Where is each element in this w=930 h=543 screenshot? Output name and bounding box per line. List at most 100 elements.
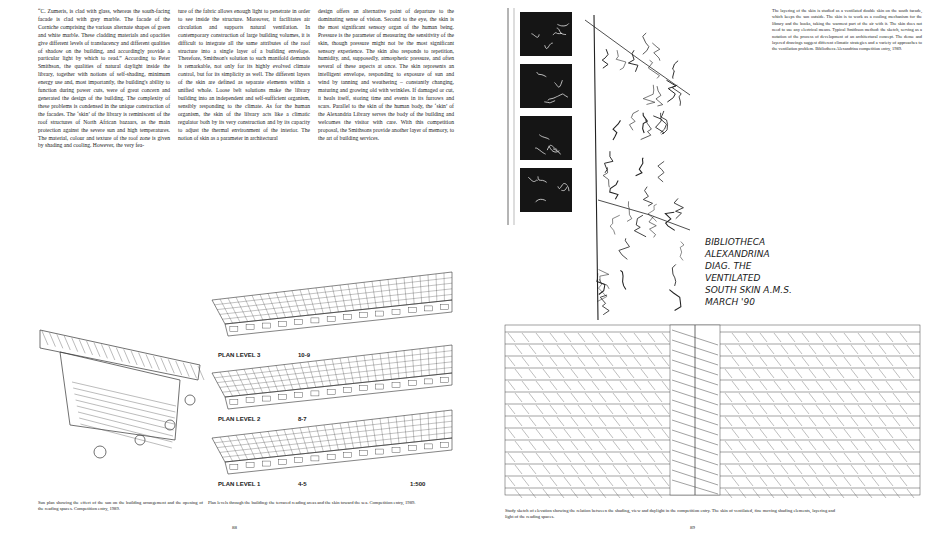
shingle: [620, 477, 627, 486]
section-hatching: [42, 331, 204, 448]
shingle: [781, 441, 788, 450]
plan-outline: [212, 410, 452, 462]
shingle: [746, 357, 753, 366]
shingle: [907, 441, 914, 450]
shingle: [564, 477, 571, 486]
window: [262, 323, 270, 328]
shingle: [816, 405, 823, 414]
photo-highlight: [557, 94, 568, 97]
grid-line: [222, 367, 452, 392]
shingle: [865, 441, 872, 450]
grid-line: [420, 276, 422, 303]
shingle: [795, 393, 802, 402]
shingle: [564, 453, 571, 462]
shingle: [585, 465, 592, 474]
shingle: [767, 441, 774, 450]
shingle: [886, 357, 893, 366]
grid-line: [215, 278, 452, 305]
hatch-line: [87, 341, 93, 355]
grid-line: [428, 348, 429, 376]
photo-highlight: [528, 177, 537, 181]
shingle: [627, 465, 634, 474]
shingle: [907, 465, 914, 474]
shingle: [886, 429, 893, 438]
window: [279, 321, 287, 326]
pen-stroke: [680, 242, 684, 261]
shingle: [564, 429, 571, 438]
window: [262, 396, 270, 401]
shingle: [592, 477, 599, 486]
hatch-line: [94, 343, 100, 357]
window: [230, 399, 238, 404]
shingle: [739, 345, 746, 354]
grid-line: [388, 279, 391, 306]
shingle: [641, 441, 648, 450]
pen-stroke: [643, 85, 655, 105]
shingle: [550, 429, 557, 438]
shingle: [578, 381, 585, 390]
shingle: [641, 489, 648, 498]
level-number: 8-7: [298, 416, 307, 424]
shingle: [599, 417, 606, 426]
shingle: [606, 333, 613, 342]
callout-circle: [135, 435, 145, 445]
grid-line: [215, 351, 452, 378]
shingle: [830, 333, 837, 342]
shingle: [564, 357, 571, 366]
shingle: [599, 441, 606, 450]
shingle: [620, 429, 627, 438]
shingle: [844, 453, 851, 462]
shingle: [795, 441, 802, 450]
grid-line: [356, 421, 361, 447]
pen-stroke: [672, 264, 675, 285]
shingle: [809, 369, 816, 378]
pen-stroke: [597, 273, 605, 294]
plan-label: PLAN LEVEL 3: [218, 352, 260, 360]
hatch-line: [176, 361, 182, 375]
shingle: [823, 369, 830, 378]
shingle: [529, 489, 536, 498]
shingle: [536, 453, 543, 462]
shingle: [795, 489, 802, 498]
photo-panel: [520, 168, 572, 212]
shingle: [865, 417, 872, 426]
shingle: [648, 477, 655, 486]
window: [424, 379, 432, 384]
shingle: [515, 417, 522, 426]
shingle: [620, 333, 627, 342]
grid-line: [300, 363, 308, 388]
pen-stroke: [643, 33, 649, 54]
grid-line: [222, 294, 452, 319]
pen-stroke: [634, 215, 646, 237]
grid-line: [220, 289, 452, 315]
shingle: [655, 345, 662, 354]
shingle: [900, 381, 907, 390]
shingle: [872, 429, 879, 438]
hatch-line: [57, 334, 63, 348]
shingle: [809, 465, 816, 474]
shingle: [739, 417, 746, 426]
grid-line: [300, 428, 308, 453]
shingle: [655, 489, 662, 498]
photo-highlight: [537, 72, 547, 77]
shingle: [795, 345, 802, 354]
shingle: [599, 369, 606, 378]
shingle: [571, 369, 578, 378]
window: [343, 314, 351, 319]
shingle: [767, 465, 774, 474]
shingle: [788, 357, 795, 366]
shingle: [907, 417, 914, 426]
shingle: [655, 441, 662, 450]
photo-highlight: [558, 184, 568, 189]
grid-line: [222, 432, 452, 457]
window: [311, 456, 319, 461]
section-line: [72, 382, 176, 406]
shingle: [802, 477, 809, 486]
shingle: [543, 369, 550, 378]
shingle: [739, 441, 746, 450]
sketch-line: [585, 20, 690, 95]
shingle: [557, 441, 564, 450]
shingle: [571, 489, 578, 498]
shingle: [823, 417, 830, 426]
shingle: [641, 393, 648, 402]
